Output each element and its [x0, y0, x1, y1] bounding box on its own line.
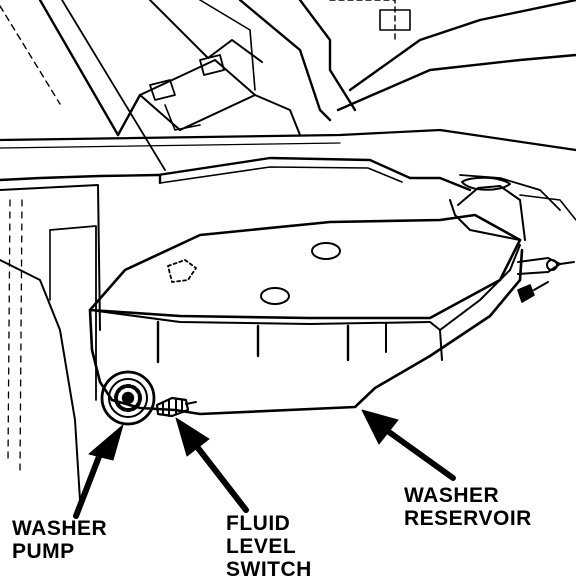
fluid-level-switch-label-line-3: SWITCH	[226, 558, 312, 581]
washer-pump-arrowhead	[88, 424, 124, 461]
fluid-level-switch	[155, 396, 197, 418]
washer-reservoir-label: WASHER RESERVOIR	[404, 484, 532, 530]
fluid-level-switch-arrowhead	[175, 417, 210, 457]
washer-reservoir-tank	[88, 176, 575, 416]
fluid-level-switch-label: FLUID LEVEL SWITCH	[226, 512, 312, 581]
vehicle-body-structure	[0, 0, 576, 501]
washer-pump	[100, 370, 156, 426]
callout-arrows	[73, 409, 456, 519]
washer-reservoir-arrow	[386, 429, 456, 481]
washer-pump-label-line-2: PUMP	[12, 540, 75, 563]
washer-pump-label-line-1: WASHER	[12, 517, 108, 540]
fluid-level-switch-label-line-1: FLUID	[226, 512, 291, 535]
washer-pump-arrow	[73, 451, 103, 519]
washer-reservoir-label-line-2: RESERVOIR	[404, 507, 532, 530]
fluid-level-switch-arrow	[195, 445, 249, 513]
washer-reservoir-label-line-1: WASHER	[404, 484, 500, 507]
washer-reservoir-arrowhead	[361, 409, 399, 445]
washer-pump-label: WASHER PUMP	[12, 517, 107, 563]
fluid-level-switch-label-line-2: LEVEL	[226, 535, 297, 558]
